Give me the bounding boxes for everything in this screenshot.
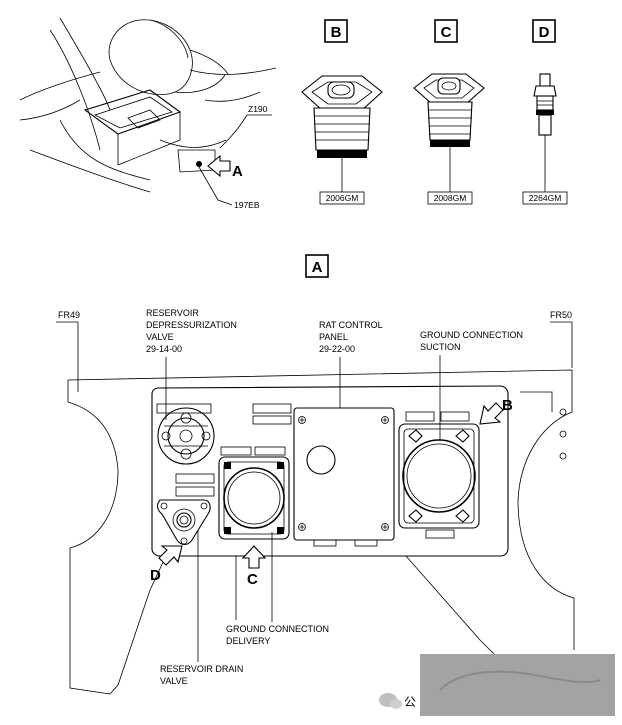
structure-outline bbox=[67, 369, 575, 695]
svg-text:C: C bbox=[247, 571, 258, 588]
component-view-c: C 2008GM bbox=[413, 19, 485, 205]
view-b-letter: B bbox=[331, 24, 342, 41]
access-point-dot bbox=[196, 161, 202, 167]
watermark: 公 bbox=[379, 654, 615, 716]
detail-panel: FR49 FR50 bbox=[56, 310, 575, 695]
frame-right-label: FR50 bbox=[550, 310, 572, 320]
detail-title: A bbox=[312, 259, 323, 276]
watermark-text: 公 bbox=[404, 695, 416, 709]
part-number-d: 2264GM bbox=[529, 193, 562, 203]
arrow-b-icon bbox=[479, 402, 504, 425]
arrow-d-icon bbox=[158, 545, 183, 566]
ground-connection-suction bbox=[398, 423, 480, 529]
callout-d: D bbox=[150, 545, 183, 584]
part-number-b: 2006GM bbox=[326, 193, 359, 203]
callout-c: C bbox=[241, 545, 267, 588]
view-d-letter: D bbox=[539, 24, 550, 41]
callout-b: B bbox=[479, 397, 513, 425]
svg-text:D: D bbox=[150, 567, 161, 584]
zone-label: Z190 bbox=[248, 104, 268, 114]
frame-left-label: FR49 bbox=[58, 310, 80, 320]
aircraft-location-overview: 197EB Z190 A bbox=[19, 17, 277, 210]
reservoir-drain-valve bbox=[157, 499, 211, 546]
ground-connection-delivery bbox=[218, 456, 290, 540]
component-view-d: D 2264GM bbox=[522, 19, 568, 205]
component-view-b: B 2006GM bbox=[301, 19, 383, 205]
arrow-a-icon bbox=[207, 154, 231, 178]
arrow-c-icon bbox=[241, 545, 267, 569]
overview-arrow-letter: A bbox=[232, 163, 243, 180]
inner-panel-outline bbox=[151, 385, 509, 557]
rat-control-panel bbox=[293, 407, 395, 541]
svg-text:B: B bbox=[502, 397, 513, 414]
part-number-c: 2008GM bbox=[434, 193, 467, 203]
access-ref-label: 197EB bbox=[234, 200, 260, 210]
reservoir-depressurization-valve bbox=[157, 407, 215, 465]
view-c-letter: C bbox=[441, 24, 452, 41]
